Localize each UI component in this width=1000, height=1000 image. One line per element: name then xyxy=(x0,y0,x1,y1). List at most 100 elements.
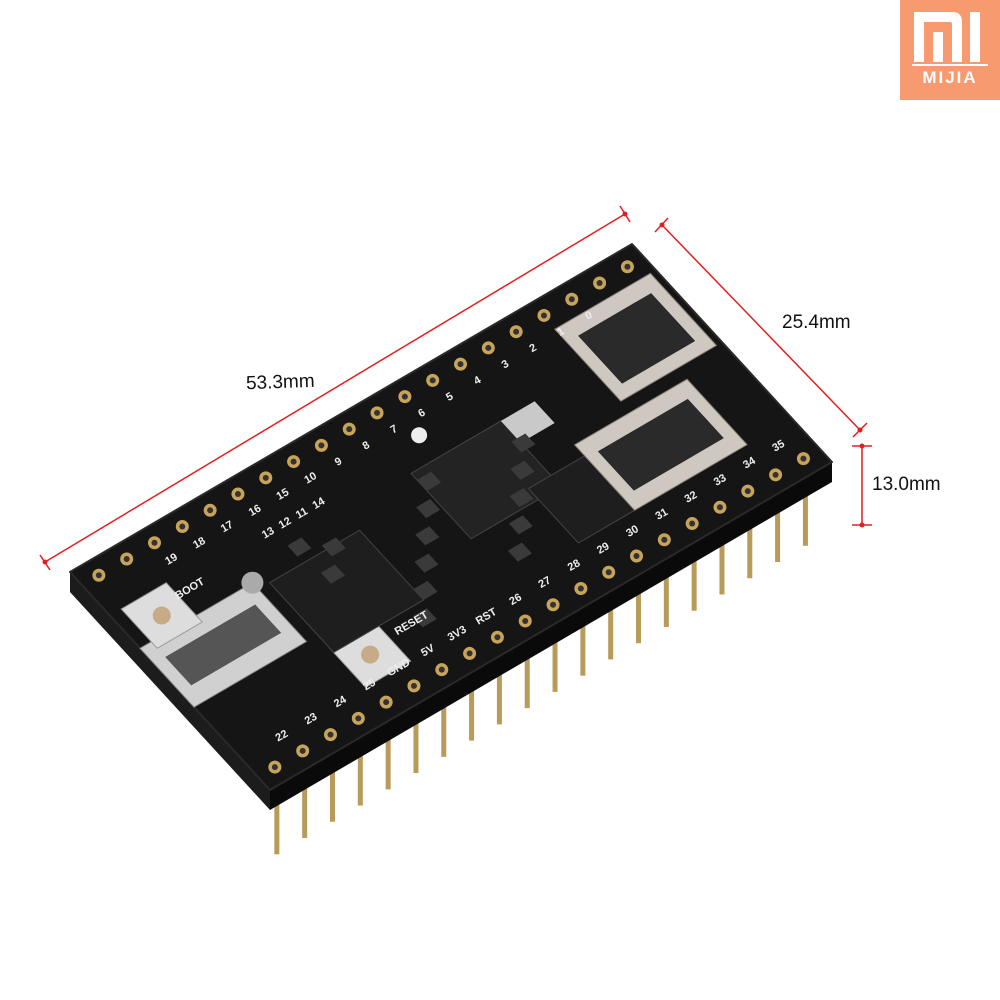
header-pin xyxy=(274,784,280,855)
header-pin xyxy=(552,621,558,692)
header-pin xyxy=(747,508,753,579)
pin-label: 32 xyxy=(683,489,700,506)
pin-label: 0 xyxy=(583,309,594,322)
header-pin xyxy=(357,735,363,806)
pin-hole xyxy=(772,471,779,478)
width-dimension-line xyxy=(661,224,861,431)
fpc-slot xyxy=(597,398,724,491)
pin-label: 2 xyxy=(528,342,539,355)
pin-hole xyxy=(327,731,334,738)
header-pin xyxy=(691,540,697,611)
pin-hole xyxy=(401,393,408,400)
smd-component xyxy=(417,471,442,491)
pin-hole xyxy=(383,699,390,706)
pin-label: 13 xyxy=(260,525,277,542)
logo-divider xyxy=(912,64,988,66)
header-pin xyxy=(719,524,725,595)
pin-label: 9 xyxy=(333,455,344,468)
pin-hole xyxy=(410,682,417,689)
pin-hole xyxy=(466,650,473,657)
smd-component xyxy=(415,526,440,546)
header-pin xyxy=(496,654,502,725)
smd-component xyxy=(321,537,346,557)
dimension-end-marker xyxy=(42,559,48,565)
pin-hole xyxy=(151,539,158,546)
usb-c-opening xyxy=(165,604,282,686)
pin-label: 8 xyxy=(361,439,372,452)
header-pin xyxy=(663,556,669,627)
pin-hole xyxy=(494,634,501,641)
pin-hole xyxy=(716,504,723,511)
pin-hole xyxy=(95,572,102,579)
pin-hole xyxy=(633,553,640,560)
pin-hole xyxy=(800,455,807,462)
pin-label: 15 xyxy=(275,486,292,503)
pin-label: 7 xyxy=(388,423,399,436)
pin-hole xyxy=(744,488,751,495)
pin-hole xyxy=(661,536,668,543)
length-dimension-line xyxy=(44,213,626,563)
pin-hole xyxy=(234,491,241,498)
header-pin xyxy=(580,605,586,676)
pin-hole xyxy=(262,474,269,481)
pin-hole xyxy=(596,279,603,286)
pin-hole xyxy=(438,666,445,673)
length-dimension-label: 53.3mm xyxy=(245,370,315,395)
header-pin xyxy=(413,703,419,774)
pin-label: 30 xyxy=(624,523,641,540)
capacitor xyxy=(241,571,264,594)
smd-component xyxy=(320,564,346,584)
header-pin xyxy=(302,768,308,839)
smd-component xyxy=(287,537,312,557)
pin-label: 17 xyxy=(219,519,236,536)
pin-hole xyxy=(605,569,612,576)
header-pin xyxy=(636,573,642,644)
pin-label: 22 xyxy=(274,728,291,745)
pin-hole xyxy=(290,458,297,465)
pin-label: 19 xyxy=(163,551,180,568)
smd-component xyxy=(510,460,535,480)
dimension-end-marker xyxy=(659,222,665,228)
header-pin xyxy=(608,589,614,660)
smd-component xyxy=(413,580,438,600)
smd-component xyxy=(414,553,439,573)
pin-label: 23 xyxy=(303,711,320,728)
board-edge xyxy=(70,572,270,810)
crystal-oscillator xyxy=(500,401,555,443)
pin-hole xyxy=(318,442,325,449)
pin-label: 6 xyxy=(416,407,427,420)
pin-label: 12 xyxy=(277,515,294,532)
smd-component xyxy=(507,542,532,562)
pin-hole xyxy=(271,764,278,771)
pin-hole xyxy=(429,377,436,384)
header-pin xyxy=(802,475,808,546)
button-cap xyxy=(152,606,171,625)
mijia-logo: MIJIA xyxy=(900,0,1000,100)
smd-component xyxy=(508,515,533,535)
pin-hole xyxy=(485,344,492,351)
pin-label: 33 xyxy=(712,472,729,489)
width-dimension-label: 25.4mm xyxy=(782,312,851,333)
pin-label: 31 xyxy=(653,506,670,523)
button-cap xyxy=(361,645,380,664)
pin-hole xyxy=(346,426,353,433)
pin-hole xyxy=(540,312,547,319)
pin-hole xyxy=(123,556,130,563)
pin-label: 3 xyxy=(500,358,511,371)
pin-hole xyxy=(577,585,584,592)
pin-hole xyxy=(550,601,557,608)
fpc-slot xyxy=(578,293,696,384)
pin-label: 26 xyxy=(507,591,524,608)
pin-hole xyxy=(624,263,631,270)
pin-label: 10 xyxy=(302,470,319,487)
mounting-hole xyxy=(411,427,428,444)
mi-logo-icon xyxy=(914,12,980,62)
dimension-end-marker xyxy=(859,443,865,449)
smd-component xyxy=(511,433,536,453)
board-edge xyxy=(270,462,832,810)
header-pin xyxy=(469,670,475,741)
smd-component xyxy=(416,499,441,519)
pin-hole xyxy=(299,747,306,754)
